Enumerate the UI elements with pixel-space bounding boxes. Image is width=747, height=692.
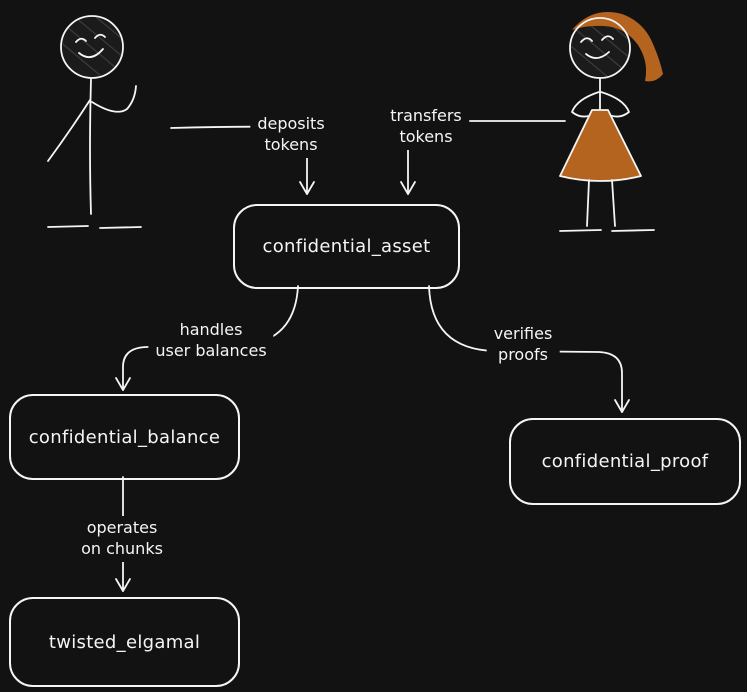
edge-label-line: tokens [399,126,453,146]
arrow-handles-head [115,377,131,391]
woman-left-leg [586,179,590,227]
man-head-icon [60,15,124,79]
man-smile [78,48,104,59]
arrow-operates-head [115,578,131,592]
node-confidential-balance-label: confidential_balance [28,426,221,448]
man-left-eye [75,37,87,43]
edge-label-line: operates [86,518,158,537]
edge-label-deposits-tokens: deposits tokens [250,112,332,158]
arrow-transfers-head [400,181,416,195]
edge-label-line: deposits [257,114,325,133]
node-confidential-proof-label: confidential_proof [541,451,709,472]
edge-label-line: user balances [155,340,267,360]
man-right-foot [99,226,142,229]
woman-right-eye [601,35,614,41]
man-right-arm [91,85,137,113]
man-left-foot [47,225,89,228]
arrow-deposits-head [299,181,315,195]
man-left-arm [47,99,91,162]
woman-left-eye [580,37,593,43]
edge-label-line: tokens [264,134,318,154]
node-confidential-asset-label: confidential_asset [262,236,431,257]
stick-man-figure [47,15,142,229]
woman-left-foot [559,229,602,232]
woman-right-leg [611,179,616,227]
woman-hair [572,12,663,82]
woman-right-arm [600,91,630,118]
woman-smile [585,51,610,59]
stick-woman-figure [559,12,663,232]
woman-right-foot [611,229,655,232]
edge-label-operates-on-chunks: operates on chunks [74,516,170,562]
edge-label-verifies-proofs: verifies proofs [486,322,560,368]
node-confidential-balance: confidential_balance [9,394,240,480]
edge-label-line: proofs [498,344,548,364]
edge-label-handles-user-balances: handles user balances [148,318,274,364]
arrow-verifies-head [614,399,630,413]
man-body [89,78,92,215]
edge-label-line: transfers [390,106,462,125]
woman-dress [559,109,642,182]
edge-label-transfers-tokens: transfers tokens [383,104,469,150]
node-twisted-elgamal-label: twisted_elgamal [48,631,201,653]
edge-label-line: handles [179,320,243,339]
edge-label-line: on chunks [81,538,163,558]
man-right-eye [94,33,106,39]
node-twisted-elgamal: twisted_elgamal [9,597,240,687]
woman-left-arm [571,91,600,118]
edge-label-line: verifies [493,324,553,343]
node-confidential-proof: confidential_proof [509,418,741,505]
node-confidential-asset: confidential_asset [233,204,460,289]
